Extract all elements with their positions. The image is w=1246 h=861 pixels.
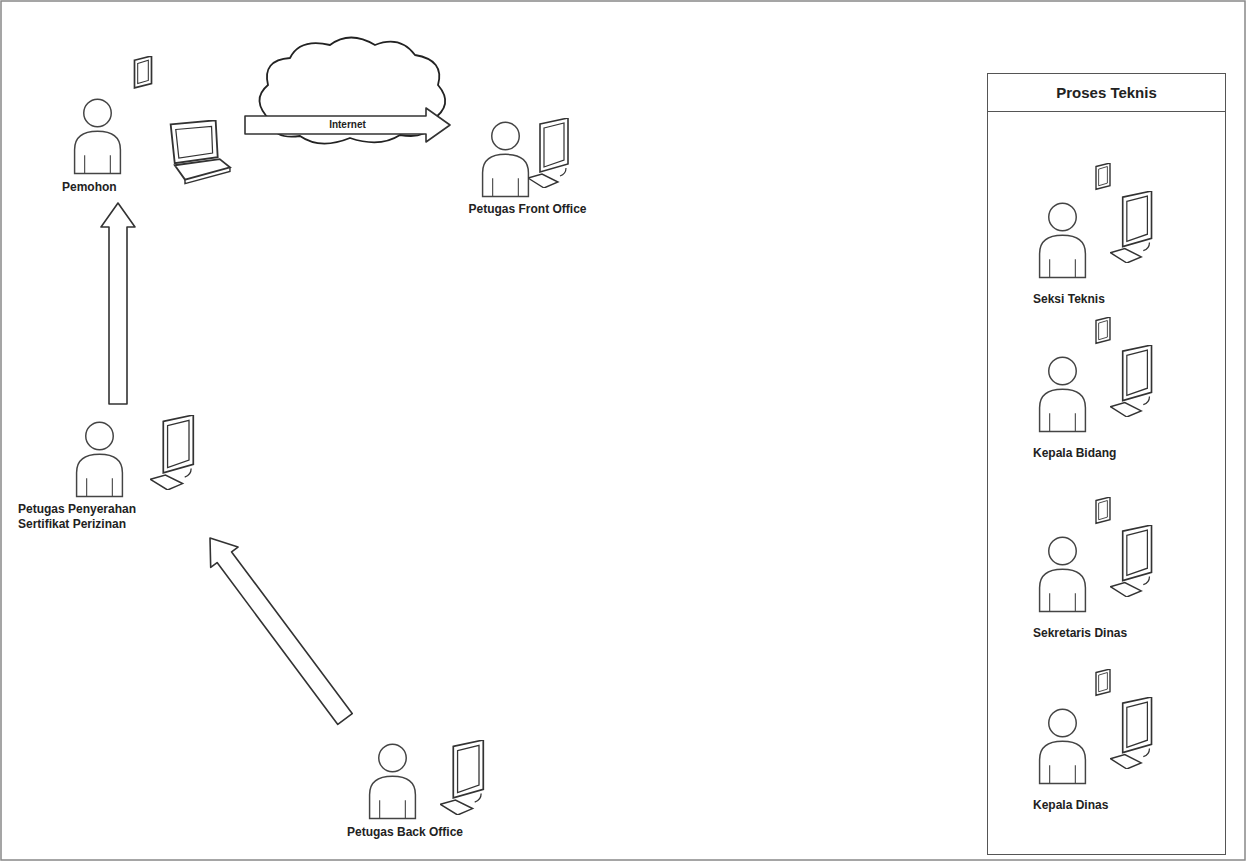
group-heading: Proses Teknis <box>988 74 1225 112</box>
group-box: Proses TeknisSeksi TeknisKepala BidangSe… <box>987 73 1226 855</box>
actor-label: Sekretaris Dinas <box>1013 626 1173 641</box>
tablet-icon <box>1096 163 1110 189</box>
monitor-icon <box>1110 345 1151 417</box>
actor-node: Kepala Dinas <box>1013 680 1173 813</box>
actor-node: Petugas Front Office <box>455 100 600 217</box>
actor-node: Kepala Bidang <box>1013 328 1173 461</box>
block-arrow <box>210 538 352 724</box>
person-icon <box>77 422 123 496</box>
block-arrow <box>101 203 135 404</box>
figure-space <box>1013 174 1173 292</box>
monitor-icon <box>150 415 193 490</box>
figure-space <box>455 100 600 202</box>
figure-space <box>45 50 240 180</box>
person-icon <box>1040 709 1086 783</box>
person-icon <box>483 122 529 196</box>
tablet-icon <box>1096 669 1110 695</box>
block-arrow <box>245 108 450 142</box>
actor-label: Petugas Front Office <box>455 202 600 217</box>
figure-space <box>320 725 490 825</box>
person-icon <box>1040 203 1086 277</box>
edge-label: Internet <box>327 119 368 131</box>
monitor-icon <box>1110 525 1151 597</box>
actor-node: Petugas Back Office <box>320 725 490 840</box>
actor-node: Pemohon <box>45 50 240 195</box>
figure-space <box>1013 680 1173 798</box>
tablet-icon <box>1096 317 1110 343</box>
laptop-icon <box>171 120 230 183</box>
person-icon <box>1040 537 1086 611</box>
actor-label: Petugas Back Office <box>320 825 490 840</box>
tablet-icon <box>135 56 152 88</box>
monitor-icon <box>1110 191 1151 263</box>
figure-space <box>10 412 220 502</box>
actor-node: Petugas Penyerahan Sertifikat Perizinan <box>10 412 220 532</box>
actor-node: Sekretaris Dinas <box>1013 508 1173 641</box>
actor-node: Seksi Teknis <box>1013 174 1173 307</box>
figure-space <box>1013 508 1173 626</box>
monitor-icon <box>528 118 568 188</box>
monitor-icon <box>440 740 483 815</box>
figure-space <box>1013 328 1173 446</box>
actor-label: Kepala Dinas <box>1013 798 1173 813</box>
actor-label: Kepala Bidang <box>1013 446 1173 461</box>
actor-label: Seksi Teknis <box>1013 292 1173 307</box>
actor-label: Pemohon <box>45 180 232 195</box>
person-icon <box>1040 357 1086 431</box>
actor-label: Petugas Penyerahan Sertifikat Perizinan <box>10 502 153 532</box>
tablet-icon <box>1096 497 1110 523</box>
monitor-icon <box>1110 697 1151 769</box>
person-icon <box>370 744 416 818</box>
person-icon <box>75 99 121 173</box>
